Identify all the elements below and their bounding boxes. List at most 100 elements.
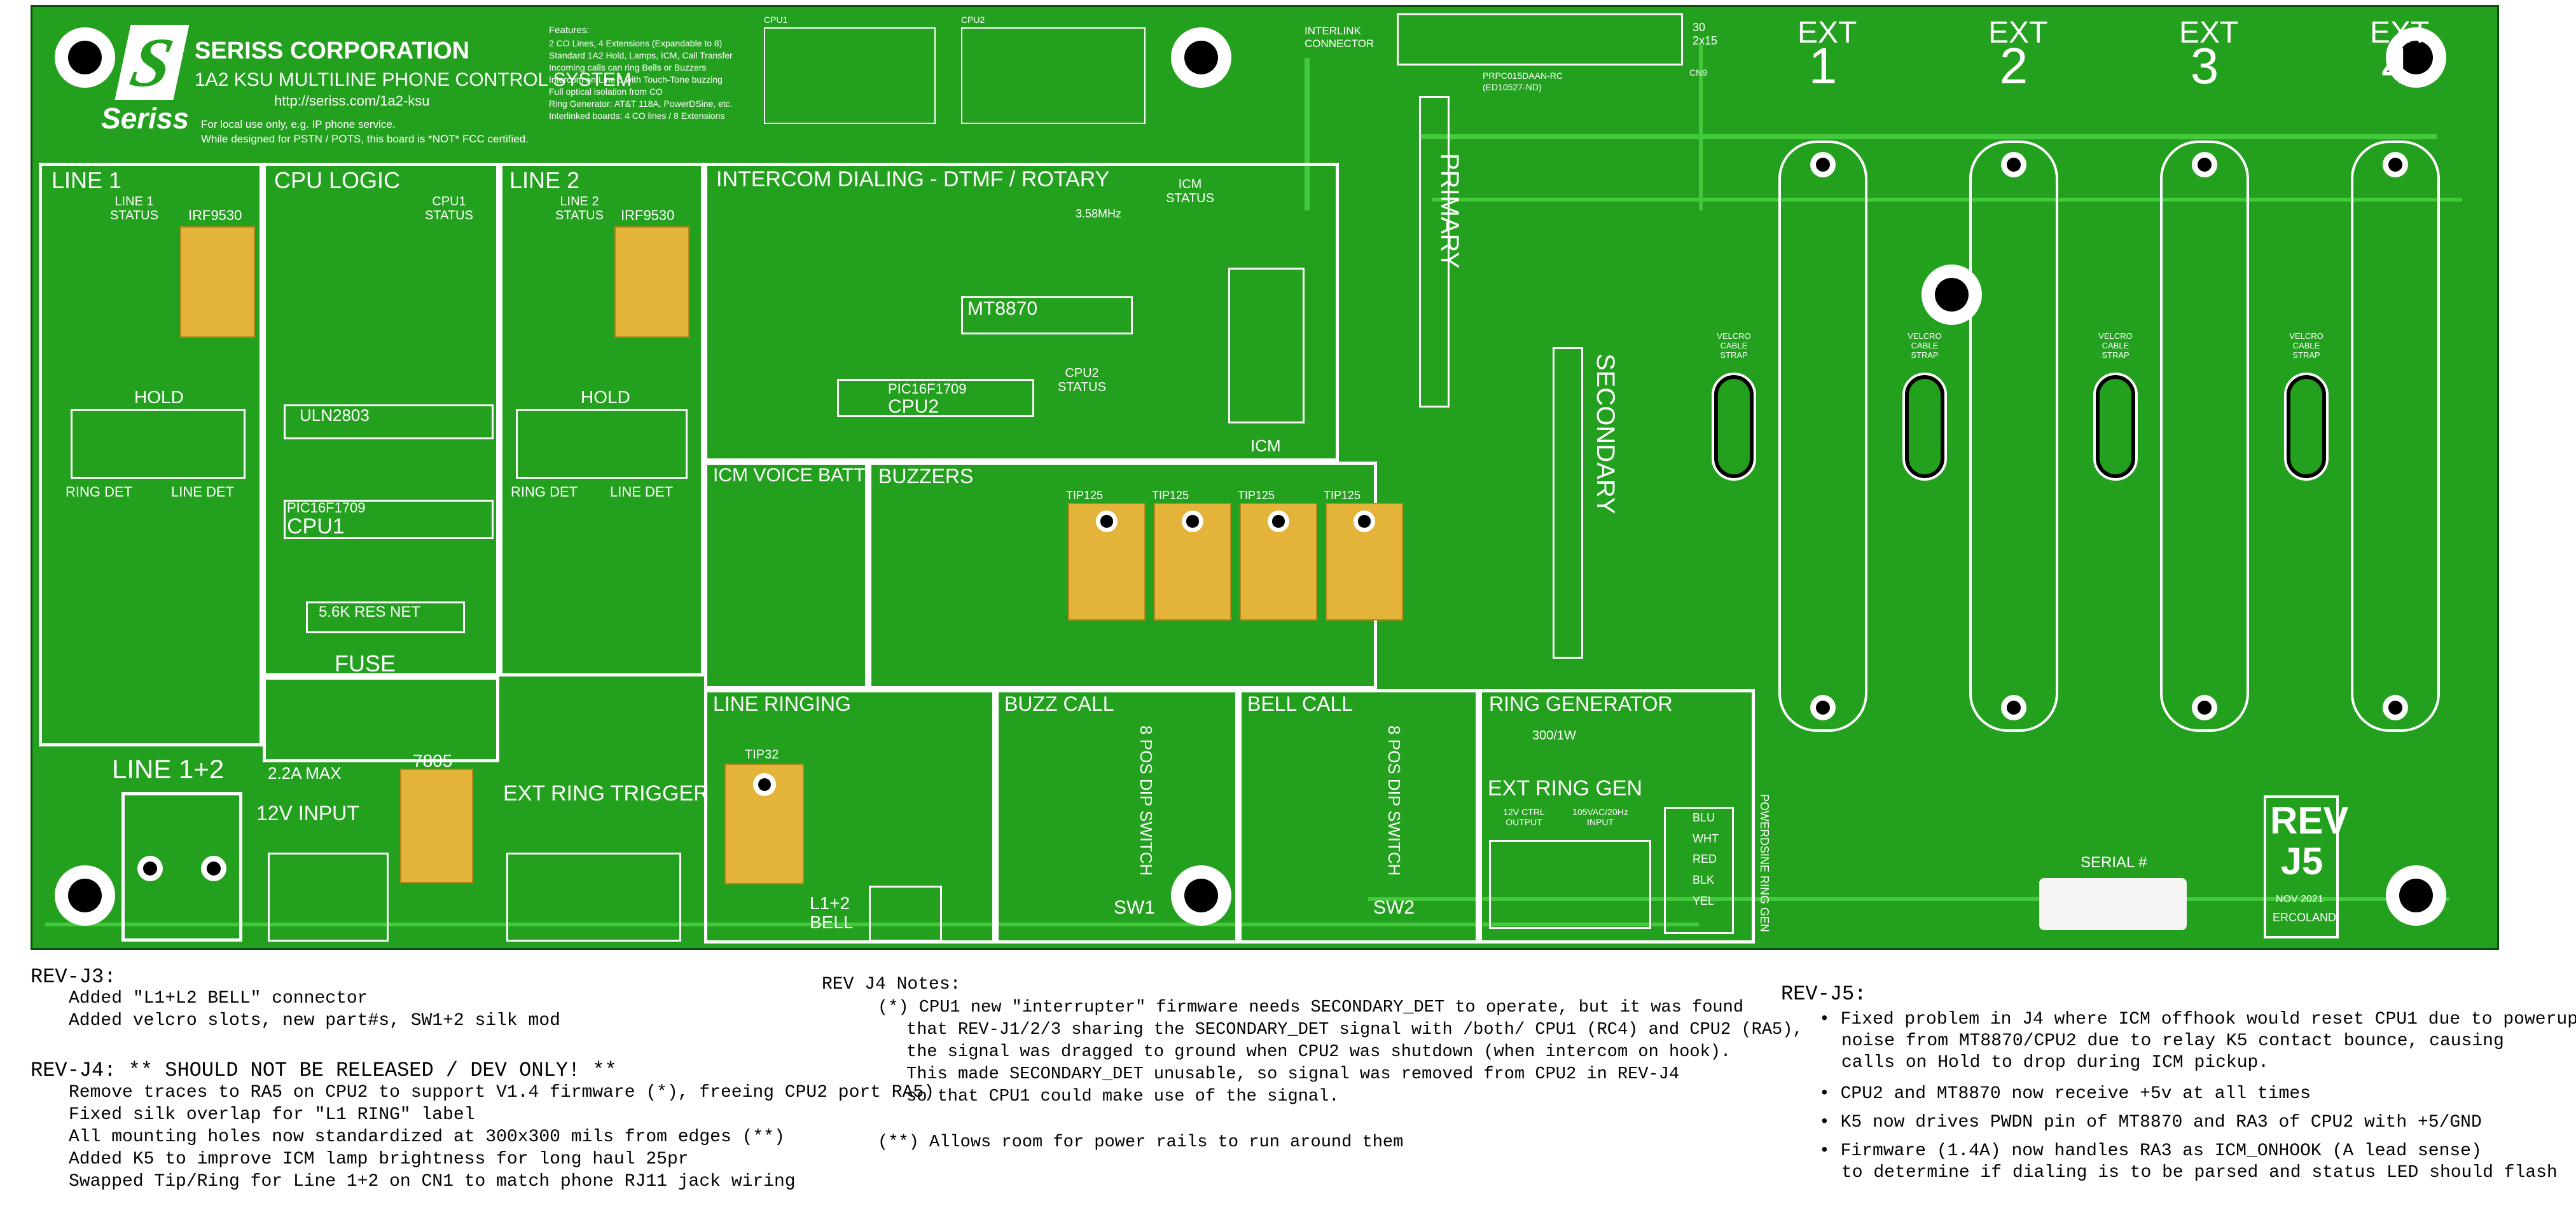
input-12v-title: 12V INPUT	[256, 802, 359, 825]
rev-date: NOV 2021	[2276, 894, 2323, 905]
feature-item: Intercom on Line 5 with Touch-Tone buzzi…	[549, 74, 723, 85]
line-det-label: LINE DET	[171, 484, 235, 500]
wire-color-red: RED	[1693, 853, 1717, 865]
l12-bell-label: L1+2 BELL	[810, 893, 854, 932]
tip125-label-4: TIP125	[1324, 489, 1361, 502]
ring-generator-title: RING GENERATOR	[1489, 692, 1673, 715]
intercom-title: INTERCOM DIALING - DTMF / ROTARY	[716, 167, 1110, 191]
powerdsine-label: POWERDSINE RING GEN	[1758, 794, 1771, 933]
seriss-logo: S	[114, 24, 190, 101]
input-12v-connector	[268, 853, 389, 942]
hold-relay-2	[516, 409, 688, 479]
bell-call-title: BELL CALL	[1247, 692, 1354, 715]
cpu2-chip-label: CPU2	[888, 396, 939, 417]
ring-det-label-2: RING DET	[511, 484, 578, 500]
res-net-label: 5.6K RES NET	[319, 603, 421, 621]
disclaimer-line-1: For local use only, e.g. IP phone servic…	[201, 118, 396, 130]
irf9530-pad-2	[614, 226, 689, 338]
feature-item: Interlinked boards: 4 CO lines / 8 Exten…	[549, 111, 725, 121]
rev-j4-note: Added K5 to improve ICM lamp brightness …	[69, 1150, 689, 1169]
rev-j4-note: Swapped Tip/Ring for Line 1+2 on CN1 to …	[69, 1172, 796, 1191]
trace	[1368, 897, 2449, 901]
ext2-hole	[2001, 152, 2026, 177]
icm-status: ICM STATUS	[1166, 177, 1214, 205]
rev-j4-notes-line: that REV-J1/2/3 sharing the SECONDARY_DE…	[906, 1020, 1803, 1040]
res-net	[306, 601, 465, 633]
icm-voice-title: ICM VOICE BATT	[713, 465, 866, 486]
disclaimer-line-2: While designed for PSTN / POTS, this boa…	[201, 133, 529, 145]
ext-ring-trigger-title: EXT RING TRIGGER	[503, 781, 709, 806]
rev-j3-note: Added "L1+L2 BELL" connector	[69, 989, 368, 1008]
ext4-num: 4	[2381, 38, 2410, 94]
ring-det-label: RING DET	[66, 484, 133, 500]
cpu1-status: CPU1 STATUS	[425, 195, 473, 223]
primary-label: PRIMARY	[1436, 153, 1464, 269]
ext3-hole	[2192, 152, 2217, 177]
rev-j4-notes-title: REV J4 Notes:	[822, 975, 961, 994]
trace	[1432, 198, 2462, 202]
ext-ring-trigger-connector	[506, 853, 681, 942]
wire-color-yel: YEL	[1693, 895, 1715, 907]
rev-j5-item: • K5 now drives PWDN pin of MT8870 and R…	[1819, 1113, 2482, 1132]
ext3-num: 3	[2190, 38, 2219, 94]
product-name: 1A2 KSU MULTILINE PHONE CONTROL SYSTEM	[195, 69, 632, 90]
rev-j4-note: All mounting holes now standardized at 3…	[69, 1127, 785, 1147]
mounting-hole	[1171, 27, 1231, 88]
velcro-label-3: VELCRO CABLE STRAP	[2098, 331, 2133, 360]
buzzers-title: BUZZERS	[878, 465, 974, 488]
feature-item: Full optical isolation from CO	[549, 86, 663, 97]
powerdsine-connector	[1664, 807, 1734, 934]
icm-relay-label: ICM	[1250, 436, 1281, 455]
reg-7805-label: 7805	[413, 751, 453, 771]
trace	[45, 923, 1699, 926]
rev-j4-notes-line: so that CPU1 could make use of the signa…	[906, 1087, 1340, 1106]
line1-title: LINE 1	[52, 167, 122, 193]
fuse-max: 2.2A MAX	[268, 764, 342, 783]
rev-j4-note: Fixed silk overlap for "L1 RING" label	[69, 1105, 475, 1125]
mounting-hole	[1922, 264, 1982, 325]
dip-switch-label-1: 8 POS DIP SWITCH	[1137, 725, 1156, 876]
velcro-label-2: VELCRO CABLE STRAP	[1908, 331, 1942, 360]
trace	[1419, 134, 2437, 139]
serial-field	[2039, 878, 2187, 930]
rev-j5-item: • Firmware (1.4A) now handles RA3 as ICM…	[1819, 1141, 2482, 1161]
serial-label: SERIAL #	[2081, 854, 2147, 871]
ext-word: EXT	[1988, 16, 2048, 50]
rev-j3-title: REV-J3:	[31, 965, 116, 989]
rev-j4-notes-line: This made SECONDARY_DET unusable, so sig…	[906, 1065, 1680, 1084]
fuse-section	[263, 676, 499, 762]
line2-title: LINE 2	[509, 167, 580, 193]
l12-bell-connector	[869, 886, 942, 942]
irf9530-label: IRF9530	[188, 207, 242, 223]
cpu2-chip	[837, 379, 1034, 417]
interlink-label: INTERLINK CONNECTOR	[1305, 25, 1375, 50]
secondary-label: SECONDARY	[1591, 354, 1619, 514]
ext4-hole	[2383, 152, 2408, 177]
rev-j5-text: CPU2 and MT8870 now receive +5v at all t…	[1840, 1084, 2311, 1104]
mounting-hole	[2386, 865, 2446, 926]
tip125-label-2: TIP125	[1152, 489, 1189, 502]
buzz-call-section	[995, 689, 1238, 944]
sw1-label: SW1	[1114, 897, 1156, 918]
pic-cpu1-label: PIC16F1709	[287, 500, 366, 516]
velcro-slot-2	[1902, 373, 1947, 481]
company-name: SERISS CORPORATION	[195, 38, 470, 64]
line1-status: LINE 1 STATUS	[110, 195, 158, 223]
cpu1-chip	[284, 500, 494, 539]
ext1-hole	[1810, 152, 1836, 177]
line12-title: LINE 1+2	[112, 754, 225, 784]
cn9-part: PRPC015DAAN-RC	[1483, 71, 1563, 81]
tip125-label-3: TIP125	[1238, 489, 1275, 502]
icm-relay	[1228, 268, 1305, 423]
rev-j4-notes-line: the signal was dragged to ground when CP…	[906, 1043, 1731, 1062]
product-url: http://seriss.com/1a2-ksu	[274, 93, 430, 109]
hold-label: HOLD	[134, 387, 184, 407]
bell-call-section	[1238, 689, 1479, 944]
feature-item: Incoming calls can ring Bells or Buzzers	[549, 62, 707, 72]
ext4-hole	[2383, 695, 2408, 720]
rev-j4-title: REV-J4: ** SHOULD NOT BE RELEASED / DEV …	[31, 1059, 617, 1082]
mounting-hole	[55, 865, 115, 926]
trace	[1305, 58, 1310, 210]
hold-relay	[71, 409, 246, 479]
